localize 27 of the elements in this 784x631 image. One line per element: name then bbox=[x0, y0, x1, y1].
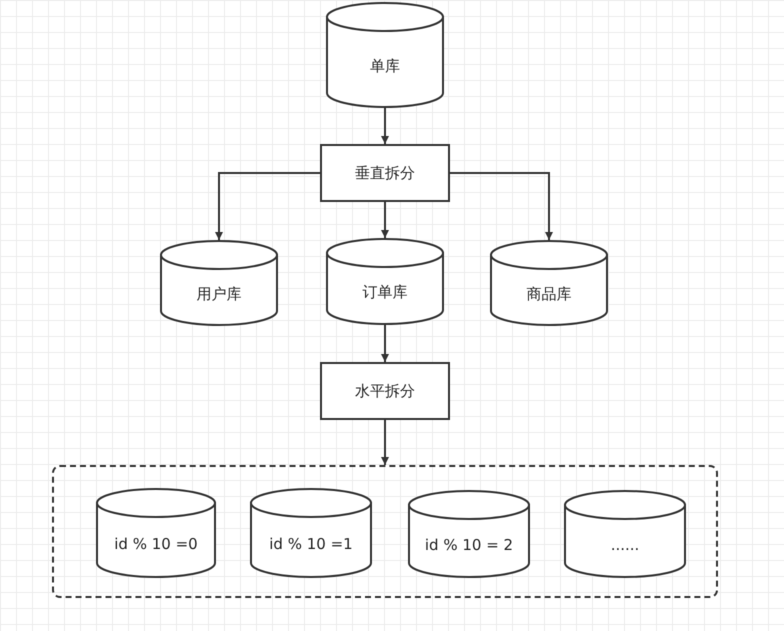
database-cylinder bbox=[408, 490, 530, 578]
database-cylinder bbox=[326, 238, 444, 325]
dashed-group-box bbox=[52, 465, 718, 598]
node-label: id % 10 =1 bbox=[269, 535, 353, 553]
node-label: 用户库 bbox=[196, 284, 242, 304]
database-cylinder bbox=[250, 488, 372, 578]
arrow bbox=[450, 172, 553, 240]
node-label: 水平拆分 bbox=[355, 382, 415, 400]
arrow bbox=[215, 172, 320, 240]
node-label: 单库 bbox=[370, 56, 400, 76]
node-label: 订单库 bbox=[362, 283, 408, 302]
node-label: ...... bbox=[610, 536, 640, 554]
arrow bbox=[381, 325, 389, 362]
database-cylinder bbox=[160, 240, 278, 326]
process-box bbox=[320, 362, 450, 420]
arrow bbox=[381, 202, 389, 238]
process-box bbox=[320, 144, 450, 202]
arrow bbox=[381, 108, 389, 144]
database-cylinder bbox=[96, 488, 216, 578]
node-label: 垂直拆分 bbox=[355, 164, 415, 182]
node-label: id % 10 =0 bbox=[114, 535, 198, 553]
database-cylinder bbox=[564, 490, 686, 578]
node-label: id % 10 = 2 bbox=[424, 536, 514, 554]
database-cylinder bbox=[326, 2, 444, 108]
arrow bbox=[381, 420, 389, 465]
node-label: 商品库 bbox=[526, 284, 572, 304]
database-cylinder bbox=[490, 240, 608, 326]
